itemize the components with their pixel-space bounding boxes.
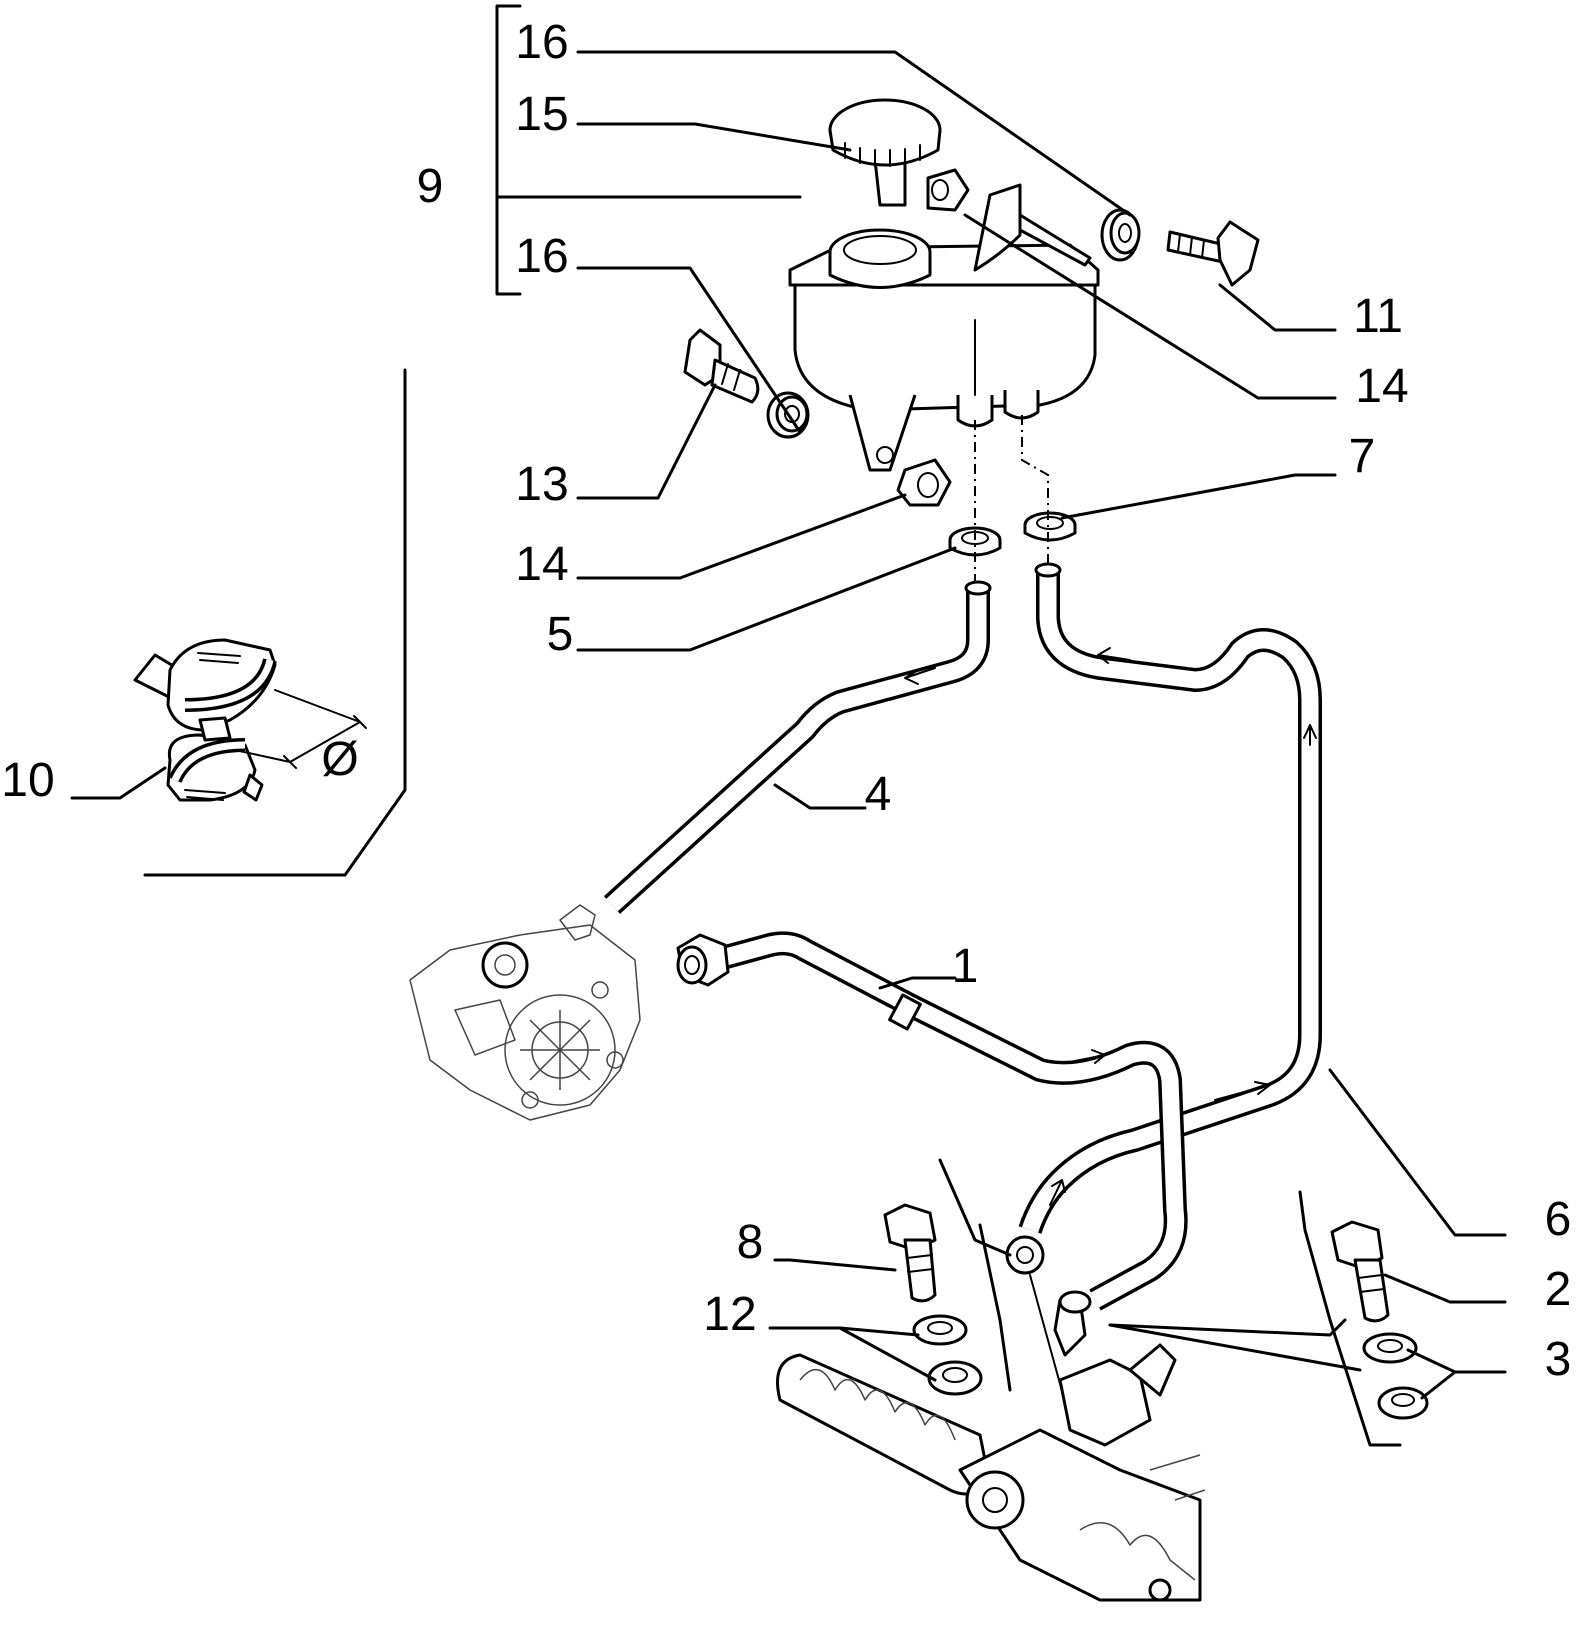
- callout-14-lower: 14: [515, 538, 568, 591]
- callout-10: 10: [1, 754, 54, 807]
- hose-1: [711, 931, 1188, 1311]
- callout-15: 15: [515, 88, 568, 141]
- connection-lines: [974, 415, 1049, 585]
- callout-5: 5: [547, 608, 574, 661]
- diameter-symbol: Ø: [321, 733, 358, 786]
- fluid-reservoir: [788, 183, 1100, 472]
- leader-lines: [70, 50, 1507, 1400]
- callout-16-mid: 16: [515, 230, 568, 283]
- hose-6: [1018, 562, 1322, 1235]
- callout-8: 8: [737, 1216, 764, 1269]
- callout-labels: 16 15 9 16 11 14 13 7 14 5 10 4 1 6 8 2 …: [1, 16, 1571, 1386]
- nut-upper: [926, 168, 970, 212]
- bolt-left: [683, 328, 760, 404]
- steering-pump: [409, 904, 641, 1121]
- nut-lower: [896, 458, 952, 507]
- callout-1: 1: [952, 940, 979, 993]
- callout-6: 6: [1545, 1193, 1572, 1246]
- callout-11: 11: [1353, 290, 1403, 343]
- group-bracket: [495, 4, 802, 296]
- callout-12: 12: [703, 1288, 756, 1341]
- inset-panel: [143, 368, 407, 877]
- washer-12-upper: [912, 1314, 968, 1346]
- callout-7: 7: [1349, 430, 1376, 483]
- reservoir-cap: [828, 98, 942, 207]
- callout-16-top: 16: [515, 16, 568, 69]
- hose-4: [603, 580, 992, 914]
- washer-3-lower: [1377, 1386, 1429, 1420]
- washer-3-upper: [1362, 1332, 1418, 1364]
- callout-14-upper: 14: [1355, 360, 1408, 413]
- bolt-8: [883, 1203, 937, 1303]
- steering-rack: [776, 1343, 1206, 1602]
- callout-2: 2: [1545, 1263, 1572, 1316]
- hose-clamp-10: [133, 638, 367, 802]
- callout-13: 13: [515, 458, 568, 511]
- washer-12-lower: [927, 1360, 983, 1396]
- callout-9: 9: [417, 160, 444, 213]
- bolt-right: [1166, 220, 1260, 287]
- section-lines: [938, 1158, 1402, 1447]
- hose-fitting: [676, 933, 730, 987]
- callout-4: 4: [865, 768, 892, 821]
- callout-3: 3: [1545, 1333, 1572, 1386]
- bushing-upper: [1100, 208, 1141, 262]
- bolt-2: [1330, 1220, 1390, 1323]
